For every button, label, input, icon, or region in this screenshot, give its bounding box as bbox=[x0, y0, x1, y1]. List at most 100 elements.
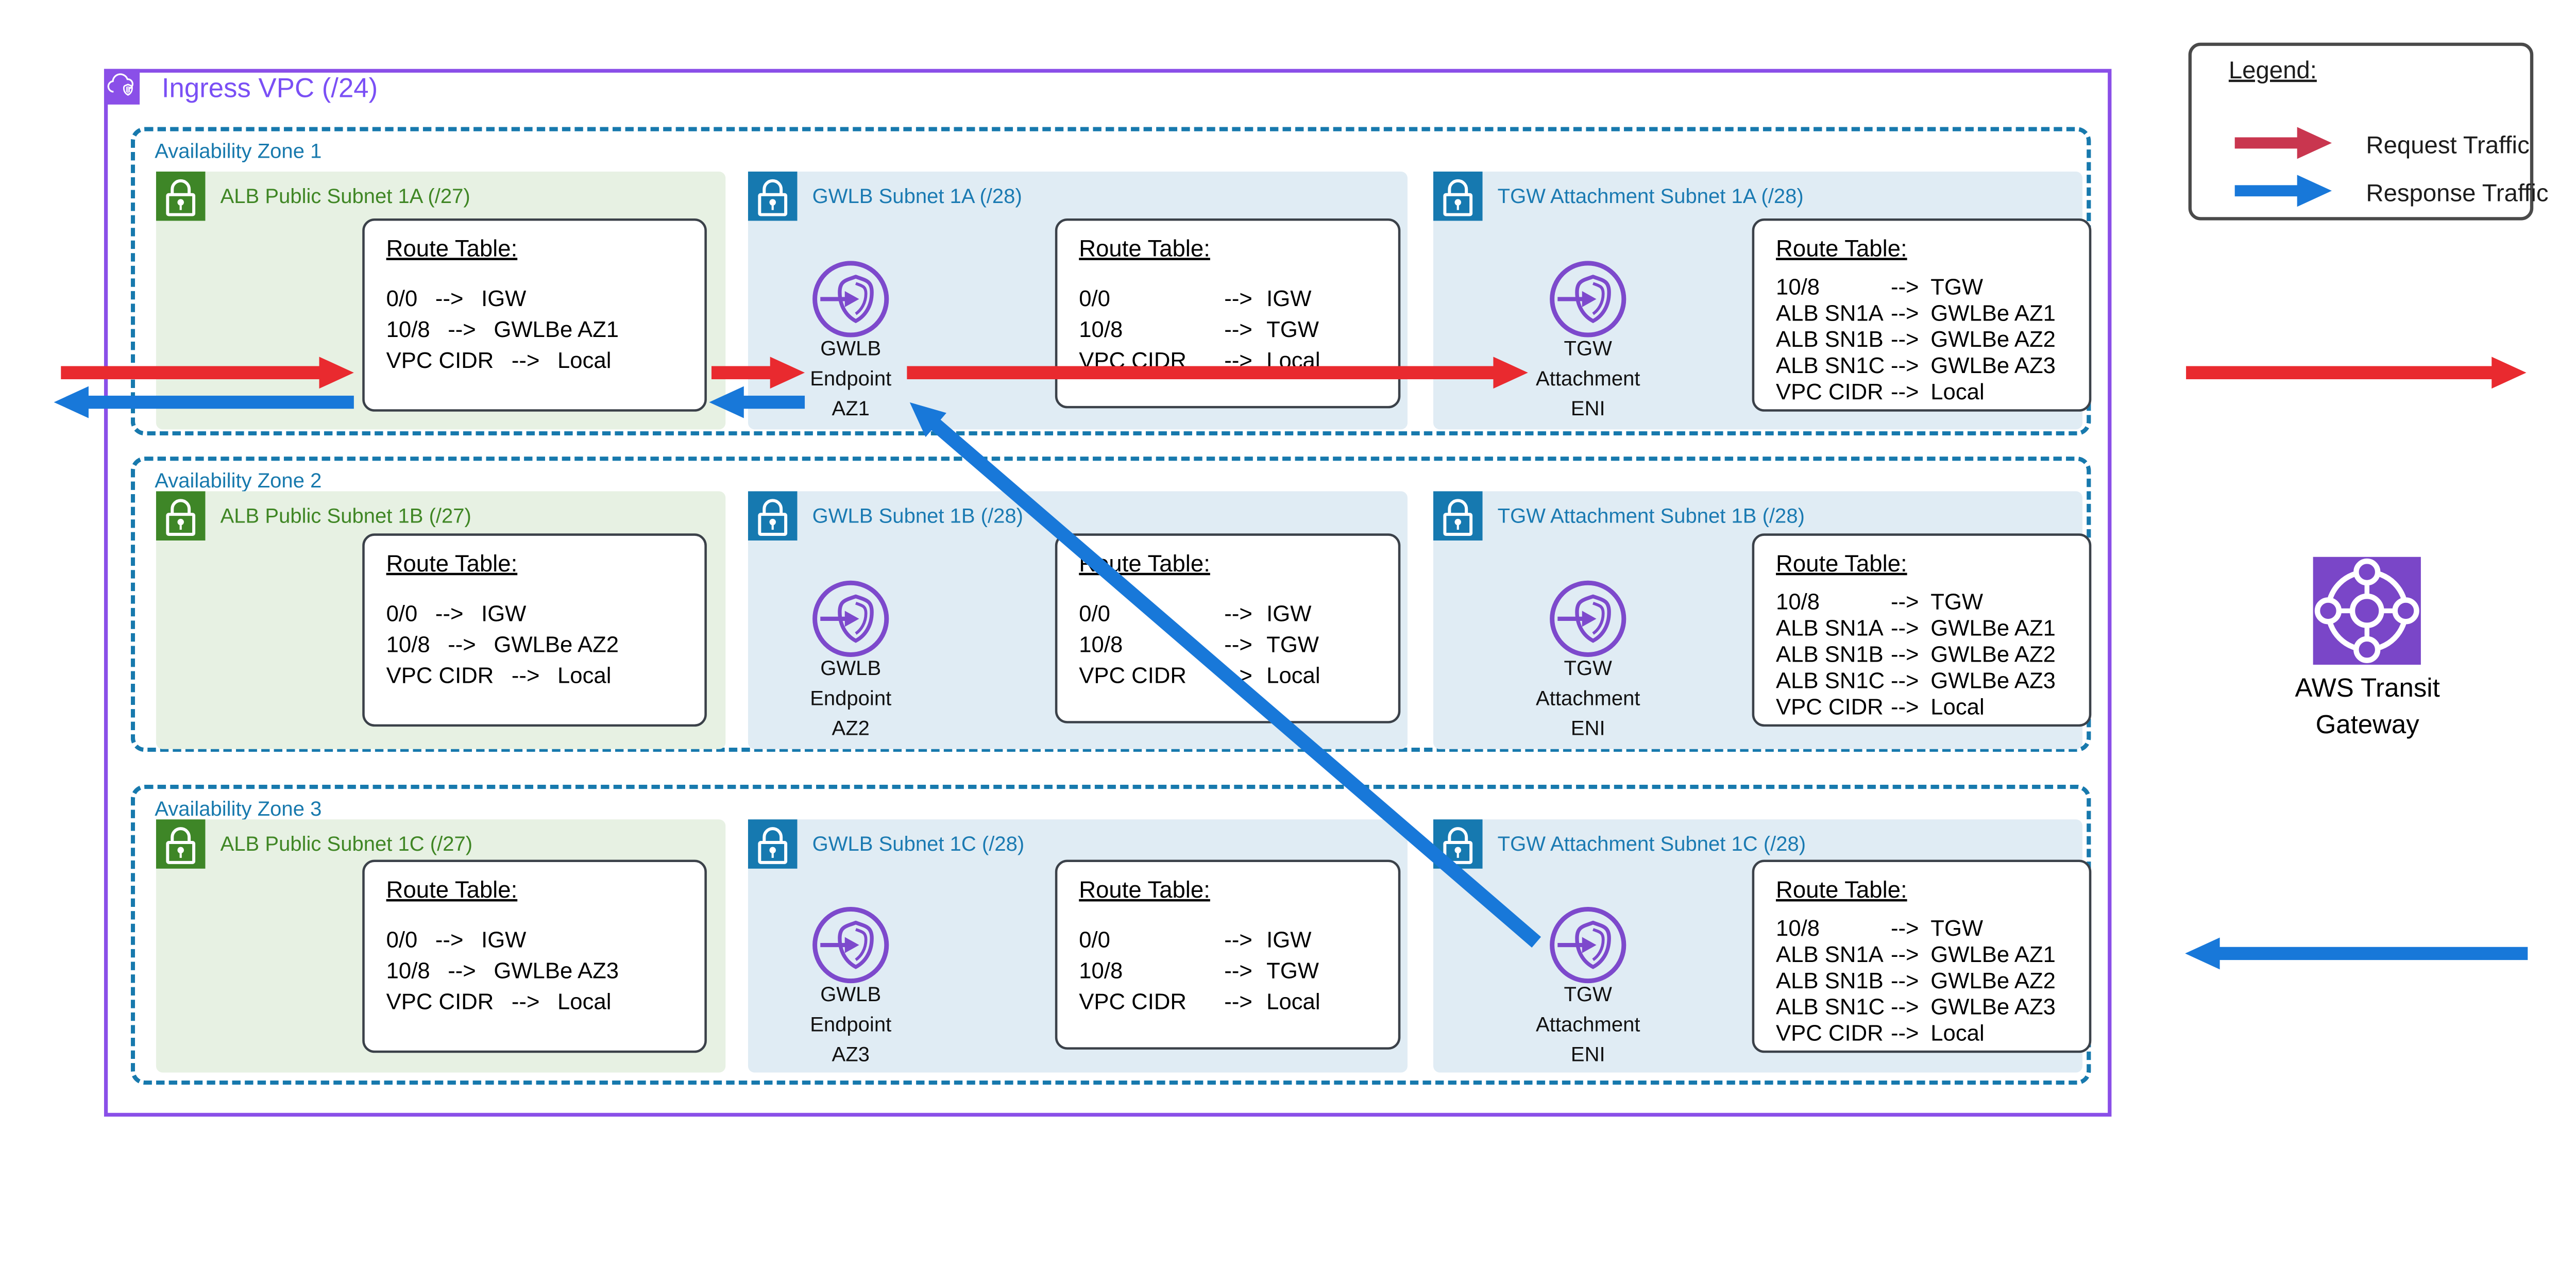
route-table-gwlb-1b: Route Table: 0/0-->IGW 10/8-->TGW VPC CI… bbox=[1055, 533, 1401, 723]
route-row: VPC CIDR-->Local bbox=[1776, 379, 1985, 405]
tgw-attachment-caption: TGW Attachment ENI bbox=[1536, 337, 1640, 420]
private-subnet-lock-icon bbox=[1433, 491, 1483, 541]
private-subnet-lock-icon bbox=[748, 171, 798, 221]
subnet-title: ALB Public Subnet 1C (/27) bbox=[220, 832, 473, 855]
legend-title: Legend: bbox=[2228, 57, 2317, 84]
private-subnet-lock-icon bbox=[748, 819, 798, 869]
gwlb-subnet-1c: GWLB Subnet 1C (/28) GWLB Endpoint AZ3 R… bbox=[748, 819, 1408, 1073]
private-subnet-lock-icon bbox=[156, 171, 206, 221]
gwlb-subnet-1a: GWLB Subnet 1A (/28) GWLB Endpoint AZ1 R… bbox=[748, 171, 1408, 430]
gwlb-endpoint-icon bbox=[808, 257, 893, 342]
route-table-gwlb-1a: Route Table: 0/0-->IGW 10/8-->TGW VPC CI… bbox=[1055, 218, 1401, 409]
availability-zone-3: Availability Zone 3 ALB Public Subnet 1C… bbox=[130, 784, 2092, 1085]
gwlb-endpoint-caption: GWLB Endpoint AZ3 bbox=[810, 983, 892, 1066]
route-row: 10/8-->TGW bbox=[1776, 275, 1984, 300]
gwlb-endpoint-caption: GWLB Endpoint AZ1 bbox=[810, 337, 892, 420]
tgw-attachment-caption: TGW Attachment ENI bbox=[1536, 983, 1640, 1066]
legend-box: Legend: Request Traffic Response Traffic bbox=[2188, 42, 2549, 221]
alb-public-subnet-1a: ALB Public Subnet 1A (/27) Route Table: … bbox=[156, 171, 726, 430]
route-row: VPC CIDR-->Local bbox=[386, 663, 612, 688]
az2-label: Availability Zone 2 bbox=[155, 469, 322, 493]
route-row: 0/0-->IGW bbox=[1079, 601, 1312, 627]
private-subnet-lock-icon bbox=[156, 819, 206, 869]
route-table-title: Route Table: bbox=[1079, 876, 1210, 903]
route-table-title: Route Table: bbox=[1079, 235, 1210, 262]
alb-public-subnet-1b: ALB Public Subnet 1B (/27) Route Table: … bbox=[156, 491, 726, 749]
subnet-title: GWLB Subnet 1A (/28) bbox=[812, 184, 1022, 208]
aws-transit-gateway-label: AWS Transit Gateway bbox=[2295, 672, 2440, 739]
private-subnet-lock-icon bbox=[1433, 171, 1483, 221]
route-table-title: Route Table: bbox=[1776, 876, 1907, 903]
route-row: 0/0-->IGW bbox=[1079, 286, 1312, 312]
route-row: 10/8-->GWLBe AZ3 bbox=[386, 958, 619, 984]
az3-label: Availability Zone 3 bbox=[155, 797, 322, 821]
route-row: 0/0-->IGW bbox=[386, 286, 527, 312]
route-table-tgw-1a: Route Table: 10/8-->TGW ALB SN1A-->GWLBe… bbox=[1752, 218, 2092, 412]
route-row: 10/8-->TGW bbox=[1776, 916, 1984, 941]
route-row: ALB SN1B-->GWLBe AZ2 bbox=[1776, 642, 2056, 667]
private-subnet-lock-icon bbox=[748, 491, 798, 541]
gwlb-endpoint-caption: GWLB Endpoint AZ2 bbox=[810, 656, 892, 740]
route-table-alb-1b: Route Table: 0/0-->IGW 10/8-->GWLBe AZ2 … bbox=[362, 533, 707, 727]
route-row: 10/8-->TGW bbox=[1776, 589, 1984, 615]
route-row: ALB SN1C-->GWLBe AZ3 bbox=[1776, 353, 2056, 379]
gwlb-endpoint-icon bbox=[808, 903, 893, 987]
route-table-tgw-1b: Route Table: 10/8-->TGW ALB SN1A-->GWLBe… bbox=[1752, 533, 2092, 727]
route-table-title: Route Table: bbox=[1776, 235, 1907, 262]
gwlb-subnet-1b: GWLB Subnet 1B (/28) GWLB Endpoint AZ2 R… bbox=[748, 491, 1408, 749]
subnet-title: GWLB Subnet 1C (/28) bbox=[812, 832, 1025, 855]
availability-zone-1: Availability Zone 1 ALB Public Subnet 1A… bbox=[130, 127, 2092, 436]
tgw-attachment-eni-icon bbox=[1546, 257, 1630, 342]
route-row: 0/0-->IGW bbox=[1079, 927, 1312, 953]
private-subnet-lock-icon bbox=[156, 491, 206, 541]
vpc-icon bbox=[104, 69, 140, 105]
route-table-title: Route Table: bbox=[386, 235, 518, 262]
legend-response-label: Response Traffic bbox=[2366, 179, 2549, 207]
route-row: VPC CIDR-->Local bbox=[1079, 989, 1320, 1015]
route-row: 10/8-->TGW bbox=[1079, 958, 1319, 984]
route-row: ALB SN1B-->GWLBe AZ2 bbox=[1776, 968, 2056, 993]
route-row: 10/8-->TGW bbox=[1079, 317, 1319, 343]
route-row: 0/0-->IGW bbox=[386, 601, 527, 627]
subnet-title: TGW Attachment Subnet 1B (/28) bbox=[1497, 504, 1805, 528]
subnet-title: TGW Attachment Subnet 1A (/28) bbox=[1497, 184, 1804, 208]
route-row: VPC CIDR-->Local bbox=[1776, 1021, 1985, 1046]
az1-label: Availability Zone 1 bbox=[155, 140, 322, 163]
legend-request-label: Request Traffic bbox=[2366, 131, 2530, 159]
tgw-attachment-subnet-1c: TGW Attachment Subnet 1C (/28) TGW Attac… bbox=[1433, 819, 2092, 1073]
route-table-gwlb-1c: Route Table: 0/0-->IGW 10/8-->TGW VPC CI… bbox=[1055, 859, 1401, 1050]
route-row: VPC CIDR-->Local bbox=[386, 348, 612, 374]
route-table-title: Route Table: bbox=[1079, 550, 1210, 577]
ingress-vpc-container: Availability Zone 1 ALB Public Subnet 1A… bbox=[104, 69, 2112, 1117]
subnet-title: ALB Public Subnet 1B (/27) bbox=[220, 504, 471, 528]
route-table-title: Route Table: bbox=[1776, 550, 1907, 577]
route-table-tgw-1c: Route Table: 10/8-->TGW ALB SN1A-->GWLBe… bbox=[1752, 859, 2092, 1053]
aws-transit-gateway-icon bbox=[2313, 556, 2421, 665]
route-row: VPC CIDR-->Local bbox=[386, 989, 612, 1015]
route-row: VPC CIDR-->Local bbox=[1079, 348, 1320, 374]
route-row: VPC CIDR-->Local bbox=[1079, 663, 1320, 688]
route-table-alb-1a: Route Table: 0/0-->IGW 10/8-->GWLBe AZ1 … bbox=[362, 218, 707, 412]
route-row: 10/8-->GWLBe AZ2 bbox=[386, 632, 619, 657]
route-row: ALB SN1A-->GWLBe AZ1 bbox=[1776, 301, 2056, 326]
route-table-title: Route Table: bbox=[386, 550, 518, 577]
private-subnet-lock-icon bbox=[1433, 819, 1483, 869]
tgw-attachment-eni-icon bbox=[1546, 903, 1630, 987]
subnet-title: ALB Public Subnet 1A (/27) bbox=[220, 184, 470, 208]
route-row: ALB SN1B-->GWLBe AZ2 bbox=[1776, 327, 2056, 352]
tgw-attachment-caption: TGW Attachment ENI bbox=[1536, 656, 1640, 740]
gwlb-endpoint-icon bbox=[808, 577, 893, 661]
route-row: ALB SN1A-->GWLBe AZ1 bbox=[1776, 616, 2056, 641]
vpc-title: Ingress VPC (/24) bbox=[161, 72, 378, 103]
route-row: 0/0-->IGW bbox=[386, 927, 527, 953]
route-table-title: Route Table: bbox=[386, 876, 518, 903]
route-row: 10/8-->GWLBe AZ1 bbox=[386, 317, 619, 343]
route-row: 10/8-->TGW bbox=[1079, 632, 1319, 657]
route-row: VPC CIDR-->Local bbox=[1776, 695, 1985, 720]
route-row: ALB SN1C-->GWLBe AZ3 bbox=[1776, 668, 2056, 694]
diagram-canvas: Availability Zone 1 ALB Public Subnet 1A… bbox=[54, 42, 2549, 1117]
tgw-attachment-subnet-1b: TGW Attachment Subnet 1B (/28) TGW Attac… bbox=[1433, 491, 2092, 749]
subnet-title: TGW Attachment Subnet 1C (/28) bbox=[1497, 832, 1806, 855]
alb-public-subnet-1c: ALB Public Subnet 1C (/27) Route Table: … bbox=[156, 819, 726, 1073]
route-row: ALB SN1C-->GWLBe AZ3 bbox=[1776, 994, 2056, 1020]
